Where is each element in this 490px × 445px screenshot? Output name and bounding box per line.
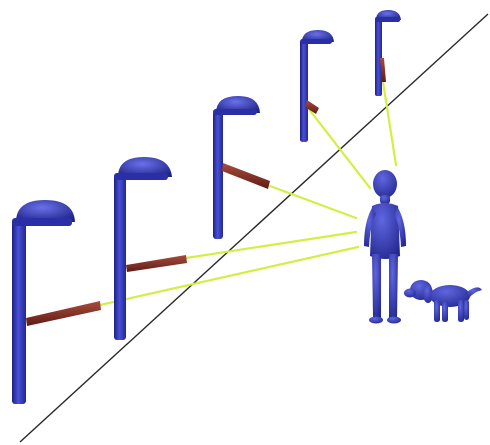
street-lamp-icon <box>114 157 187 340</box>
sight-line-2 <box>184 230 358 260</box>
sight-line-5 <box>381 80 398 167</box>
sight-line-1 <box>98 245 360 307</box>
dog-icon <box>404 280 482 322</box>
lamp-arm <box>222 163 270 189</box>
street-lamp-icon <box>213 96 270 239</box>
sight-lines <box>98 80 398 307</box>
lamp-arm <box>126 255 187 272</box>
person-icon <box>364 170 406 324</box>
sight-line-4 <box>306 106 372 190</box>
street-lamp-icon <box>375 10 401 96</box>
street-lamp-icon <box>300 30 334 142</box>
lamp-arm <box>380 58 386 82</box>
street-lamp-icon <box>12 200 101 404</box>
lamp-arm <box>26 301 101 326</box>
divider-line <box>19 13 489 443</box>
lamp-arm <box>305 100 319 114</box>
sight-line-3 <box>268 184 358 220</box>
